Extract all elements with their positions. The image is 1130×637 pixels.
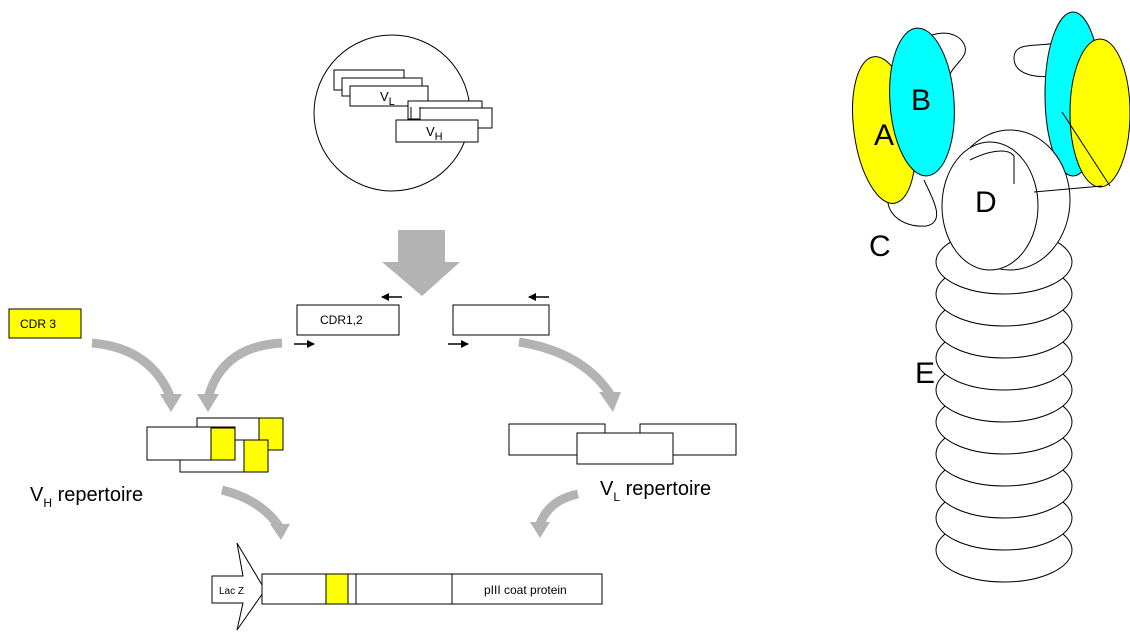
domain-b-left [889,27,955,177]
circle-vh-box [395,119,479,143]
big-down-arrow [382,230,460,296]
cdr12-label: CDR1,2 [320,313,363,327]
cdr3-box: CDR 3 [8,308,82,339]
lacz-label: Lac Z [219,586,244,597]
vh-repertoire-label: VH repertoire [30,484,143,510]
vl-repertoire-label: VL repertoire [600,478,711,504]
cdr12-gene-box: CDR1,2 [294,293,402,348]
circle-vh-label: VH [426,124,443,143]
curved-arrowheads [160,392,621,540]
phagemid-construct: Lac Z pIII coat protein [211,542,603,631]
domain-a-right [1069,38,1130,188]
structure-label-b: B [911,84,931,117]
phage-tail-discs [935,229,1073,583]
antibody-gene-circle: VL VH [313,34,493,192]
phage-structure: A B C D E [852,11,1130,583]
vh-repertoire-boxes [146,417,284,473]
lacz-promoter-arrow [211,542,266,631]
circle-vl-label: VL [380,89,395,108]
coat-protein-label: pIII coat protein [484,583,567,597]
curved-arrows [91,337,614,531]
cdr3-label: CDR 3 [20,317,56,331]
structure-label-e: E [915,357,935,390]
vl-repertoire-boxes [508,423,737,465]
structure-label-a: A [874,119,894,152]
structure-label-d: D [975,186,997,219]
structure-label-c: C [869,230,891,263]
vl-gene-box [448,293,550,348]
